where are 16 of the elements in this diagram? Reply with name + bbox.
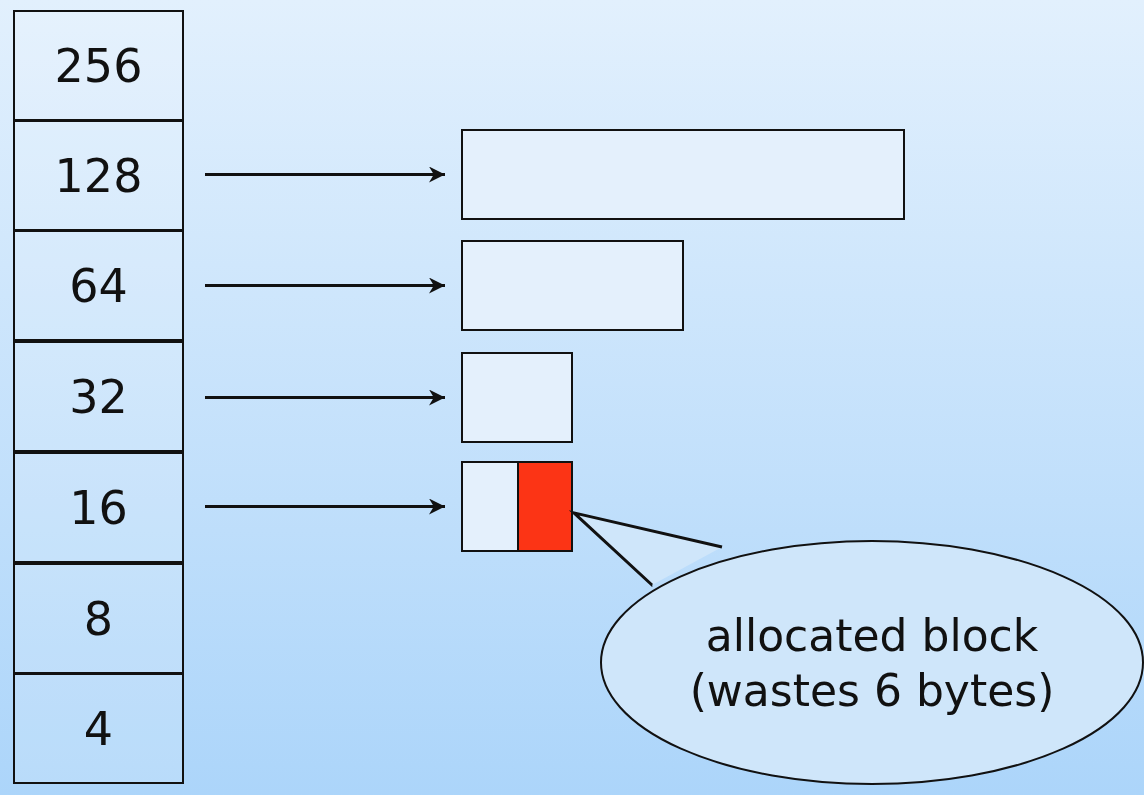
wasted-space: [517, 461, 573, 552]
memory-block: [461, 461, 519, 552]
arrow: [205, 498, 445, 515]
size-class-cell: 8: [13, 563, 184, 674]
size-class-cell: 32: [13, 341, 184, 452]
arrow: [205, 277, 445, 294]
size-class-cell: 16: [13, 452, 184, 563]
memory-block: [461, 129, 905, 220]
memory-block: [461, 352, 573, 443]
size-class-cell: 256: [13, 10, 184, 121]
arrow: [205, 166, 445, 183]
arrow: [205, 389, 445, 406]
size-class-cell: 64: [13, 230, 184, 341]
size-class-cell: 4: [13, 673, 184, 784]
size-class-cell: 128: [13, 120, 184, 231]
memory-block: [461, 240, 684, 331]
